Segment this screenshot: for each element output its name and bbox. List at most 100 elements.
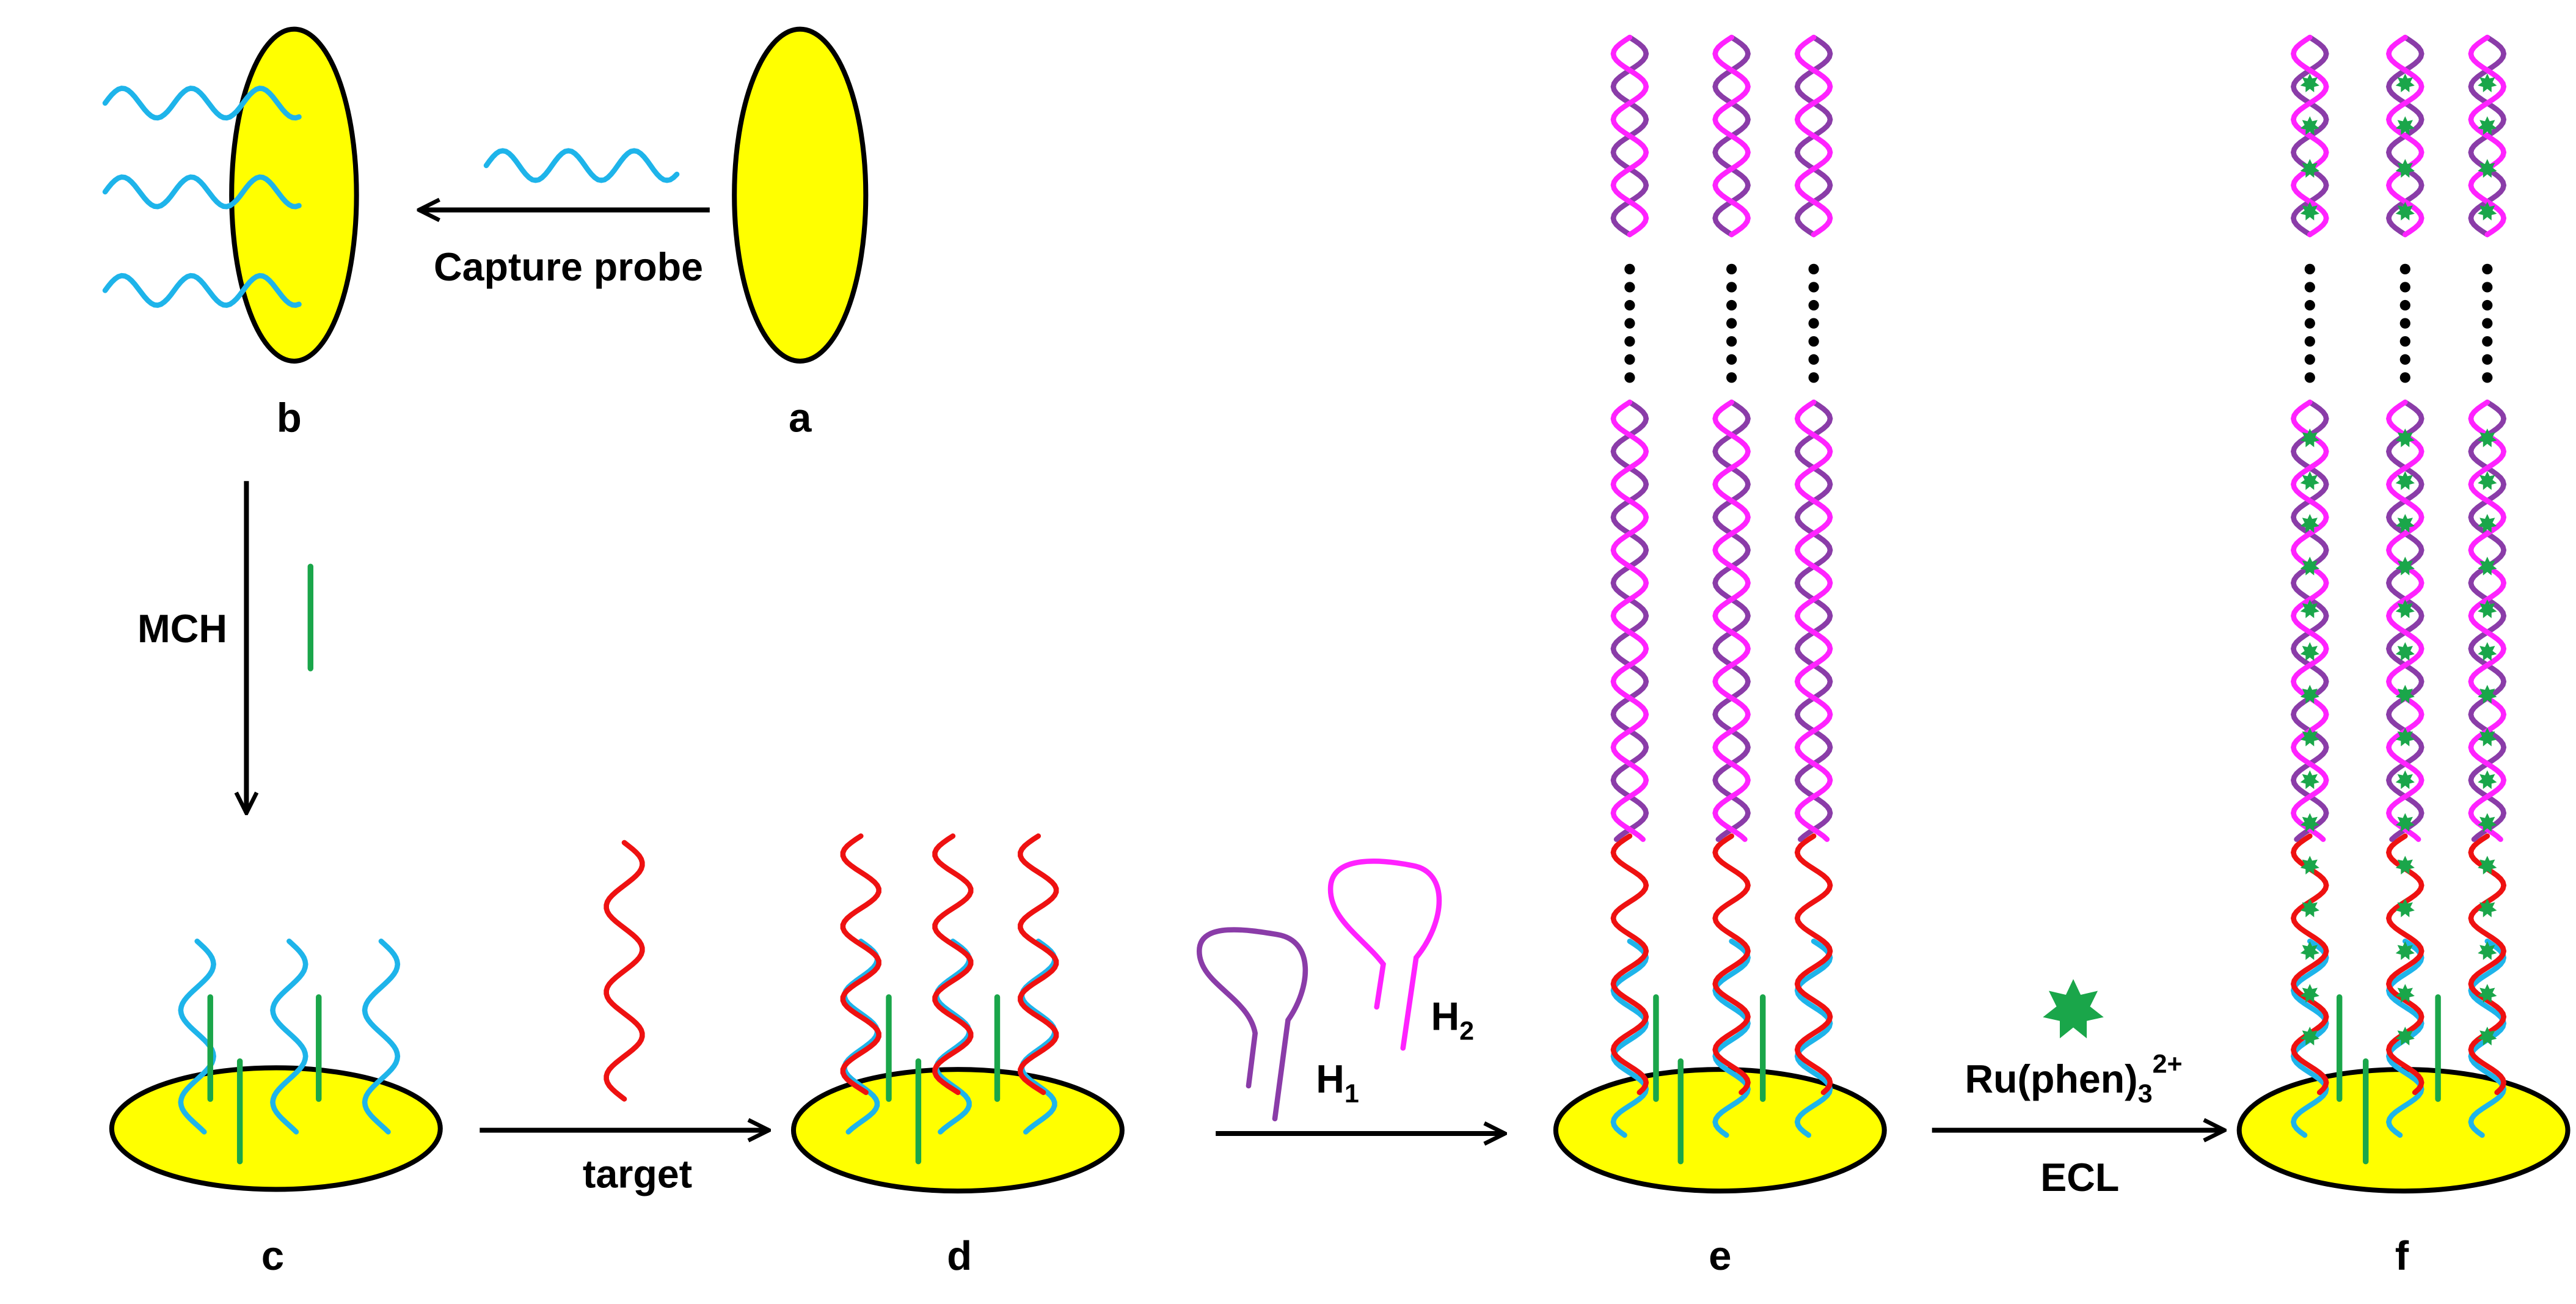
continuation-dot (1808, 263, 1819, 274)
ru-complex-intercalated (2395, 599, 2415, 618)
ru-complex-intercalated (2478, 984, 2497, 1003)
ru-complex-intercalated (2300, 471, 2319, 490)
target-strand (1794, 833, 1833, 1096)
ru-complex-intercalated (2478, 428, 2497, 447)
continuation-dot (1808, 299, 1819, 311)
ru-complex-intercalated (2478, 642, 2497, 661)
ru-complex-intercalated (2300, 73, 2319, 92)
ru-complex-intercalated (2300, 159, 2319, 178)
target-strand (840, 833, 881, 1096)
h2-strand (2385, 399, 2425, 842)
ru-complex-intercalated (2300, 202, 2319, 221)
ru-complex-label-main: Ru(phen) (1965, 1057, 2138, 1101)
capture-probe-strand-free (483, 148, 680, 183)
ru-complex-intercalated (2478, 116, 2497, 135)
ru-complex-intercalated (2395, 941, 2415, 960)
h1-strand (2468, 399, 2507, 842)
continuation-dot (1726, 299, 1737, 311)
ru-complex-intercalated (2300, 557, 2319, 576)
continuation-dot (2304, 354, 2315, 365)
ru-complex-intercalated (2478, 941, 2497, 960)
h2-strand (1610, 399, 1649, 842)
mch-label: MCH (137, 607, 227, 651)
continuation-dot (1726, 318, 1737, 329)
continuation-dot (1726, 263, 1737, 274)
ru-complex-intercalated (2300, 514, 2319, 533)
h1-label-main: H (1316, 1057, 1345, 1101)
target-strand (1018, 833, 1059, 1096)
ru-complex-label-sup: 2+ (2153, 1049, 2183, 1079)
panel-label-b: b (277, 395, 302, 441)
continuation-dot (1808, 282, 1819, 293)
continuation-dot (1624, 282, 1635, 293)
ru-complex-intercalated (2478, 1027, 2497, 1046)
h1-strand (1712, 399, 1751, 842)
h1-hairpin (1196, 927, 1308, 1122)
continuation-dot (2399, 282, 2410, 293)
ru-complex-intercalated (2395, 428, 2415, 447)
continuation-dot (1726, 354, 1737, 365)
ru-complex-intercalated (2300, 984, 2319, 1003)
continuation-dot (2482, 336, 2493, 347)
ru-complex-intercalated (2478, 514, 2497, 533)
continuation-dot (2304, 282, 2315, 293)
ru-complex-intercalated (2300, 813, 2319, 832)
continuation-dot (1808, 318, 1819, 329)
ru-complex-intercalated (2300, 428, 2319, 447)
continuation-dot (2482, 299, 2493, 311)
continuation-dot (2304, 372, 2315, 383)
target-strand (2385, 833, 2425, 1096)
continuation-dot (2482, 372, 2493, 383)
ru-complex-intercalated (2300, 727, 2319, 747)
ru-complex-intercalated (2395, 727, 2415, 747)
capture-probe-strand (1794, 939, 1833, 1138)
capture-probe-strand (933, 939, 972, 1135)
ru-complex-intercalated (2395, 984, 2415, 1003)
panel-label-d: d (947, 1233, 972, 1279)
ru-complex-label: Ru(phen)32+ (1965, 1049, 2183, 1108)
continuation-dot (1808, 336, 1819, 347)
target-strand (932, 833, 974, 1096)
ru-complex-intercalated (2300, 684, 2319, 704)
continuation-dot (2482, 263, 2493, 274)
continuation-dot (1624, 263, 1635, 274)
capture-probe-label: Capture probe (434, 245, 703, 289)
continuation-dot (2304, 263, 2315, 274)
ru-complex-intercalated (2395, 202, 2415, 221)
continuation-dot (2482, 282, 2493, 293)
ru-complex-intercalated (2300, 855, 2319, 875)
continuation-dot (1726, 282, 1737, 293)
h1-label: H1 (1316, 1057, 1359, 1108)
h1-strand (2385, 399, 2425, 842)
h2-strand (1712, 34, 1751, 238)
h1-label-sub: 1 (1345, 1079, 1359, 1108)
continuation-dot (2399, 263, 2410, 274)
target-strand (2290, 833, 2329, 1096)
ru-complex-intercalated (2395, 813, 2415, 832)
ru-complex-intercalated (2300, 1027, 2319, 1046)
ru-complex-intercalated (2300, 898, 2319, 918)
ru-complex-intercalated (2478, 202, 2497, 221)
continuation-dot (1624, 299, 1635, 311)
panel-label-e: e (1709, 1233, 1731, 1279)
target-strand-free (604, 840, 645, 1102)
electrode-c (109, 1065, 443, 1192)
capture-probe-strand (842, 939, 880, 1135)
continuation-dot (2304, 336, 2315, 347)
ru-complex-intercalated (2478, 727, 2497, 747)
ru-complex-intercalated (2300, 941, 2319, 960)
continuation-dot (1808, 372, 1819, 383)
capture-probe-strand (178, 939, 216, 1135)
continuation-dot (2399, 372, 2410, 383)
continuation-dot (1624, 372, 1635, 383)
h1-strand (2290, 399, 2329, 842)
ru-complex-label-sub: 3 (2138, 1079, 2153, 1108)
ecl-label: ECL (2040, 1156, 2119, 1200)
continuation-dot (1624, 336, 1635, 347)
continuation-dot (2399, 299, 2410, 311)
continuation-dot (2482, 354, 2493, 365)
continuation-dot (1624, 318, 1635, 329)
h2-label-sub: 2 (1459, 1017, 1474, 1046)
ru-complex-star (2043, 979, 2104, 1039)
capture-probe-strand (102, 174, 302, 210)
